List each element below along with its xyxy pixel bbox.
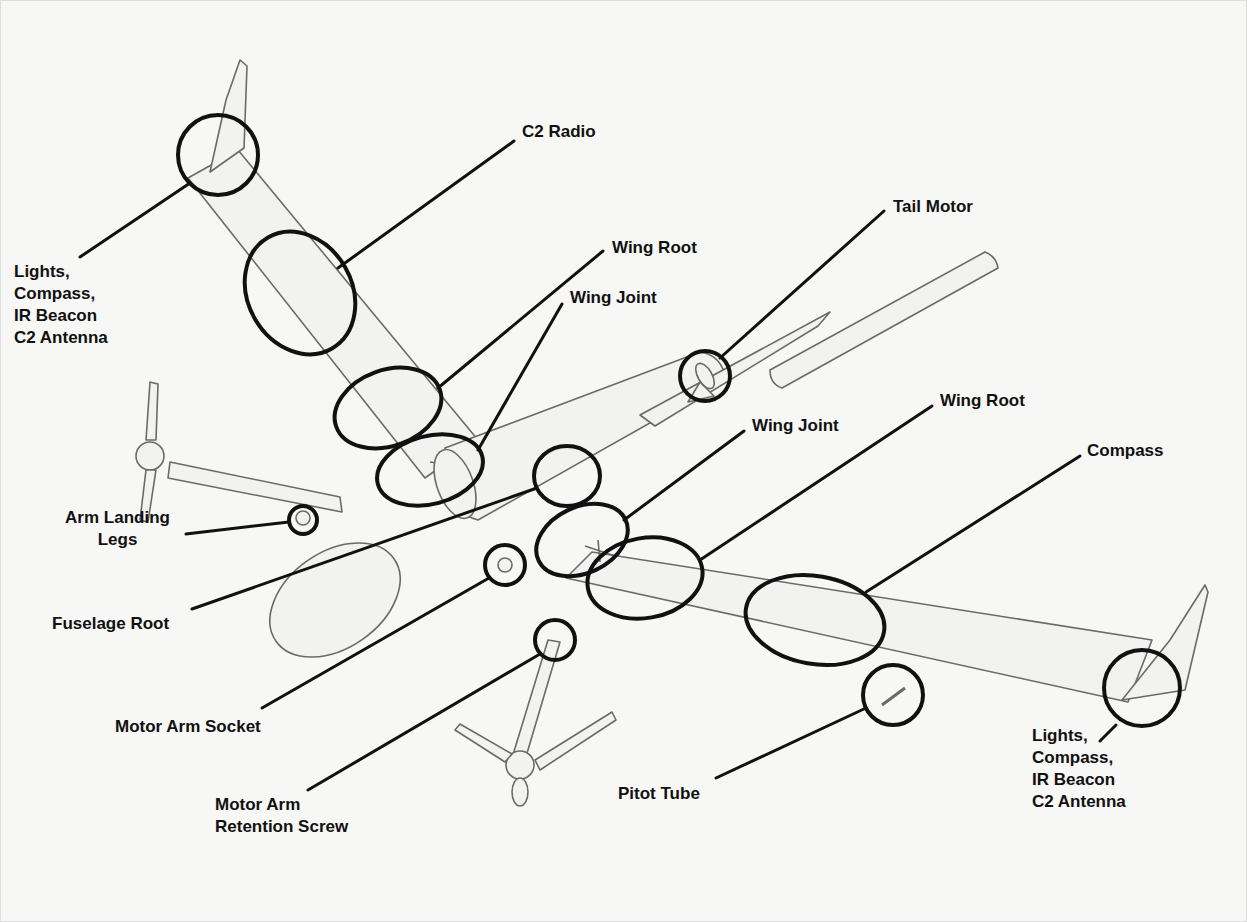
leader-line [716,708,866,778]
fuselage-opening [426,444,484,524]
leader-line [338,141,514,268]
callout-circle [1104,650,1180,726]
tail-boom [770,252,998,388]
leader-line [866,456,1080,592]
callout-circle [323,353,452,462]
left-motor-arm [168,462,342,512]
part-label: Compass [1087,440,1164,462]
leader-line [308,654,540,790]
callout-circle [289,506,317,534]
callout-circle [223,212,377,375]
leader-line [438,251,603,388]
pitot-tube [882,688,905,705]
part-label: Wing Root [612,237,697,259]
left-prop-blade [146,382,158,440]
part-label: Motor Arm Retention Screw [215,794,365,838]
leader-line [1100,725,1116,741]
callout-circle [581,529,709,628]
part-label: Lights, Compass, IR Beacon C2 Antenna [14,261,113,349]
leader-line [478,304,562,450]
bottom-prop-blade [535,712,616,770]
leader-line [720,211,884,358]
callout-circle [680,351,730,401]
leader-line [262,578,489,708]
callout-circle [738,565,891,676]
tail-prop [692,360,718,391]
leader-line [624,431,744,520]
callout-circle [369,423,491,517]
part-label: Tail Motor [893,196,973,218]
part-label: Arm Landing Legs [55,507,180,551]
bottom-prop-blade [455,724,512,762]
nose-cone [248,519,421,680]
leader-lines [80,141,1116,790]
part-label: Pitot Tube [618,783,700,805]
leader-line [186,522,289,534]
part-label: Fuselage Root [52,613,169,635]
callout-circle [534,446,600,506]
sketch [136,60,1208,806]
part-label: Wing Joint [752,415,839,437]
part-label: Motor Arm Socket [115,716,261,738]
part-label: Wing Root [940,390,1025,412]
callout-circle [485,545,525,585]
part-label: C2 Radio [522,121,596,143]
callout-circles [178,115,1180,726]
right-winglet [1122,585,1208,700]
leader-line [192,488,537,609]
arm-socket [498,558,512,572]
landing-leg [296,511,310,525]
callout-circle [863,665,923,725]
callout-circle [525,490,640,590]
left-motor [136,442,164,470]
part-label: Lights, Compass, IR Beacon C2 Antenna [1032,725,1131,813]
part-label: Wing Joint [570,287,657,309]
leader-line [700,406,932,560]
bottom-motor-pod [512,778,528,806]
right-wing [566,552,1152,702]
leader-line [80,183,190,257]
